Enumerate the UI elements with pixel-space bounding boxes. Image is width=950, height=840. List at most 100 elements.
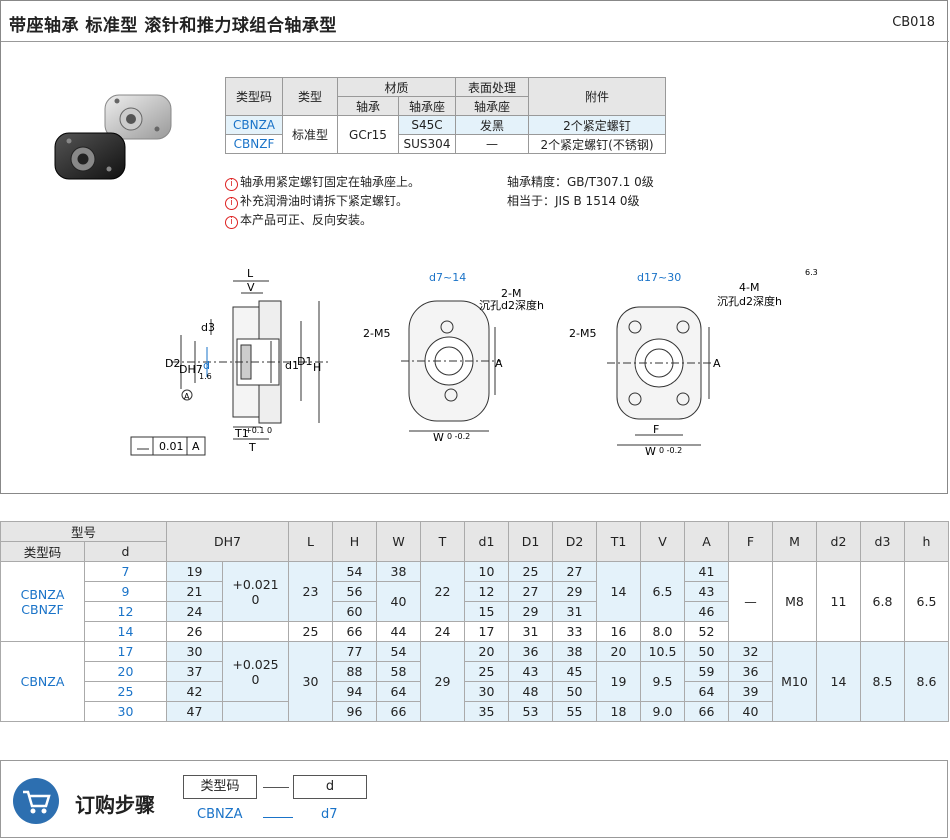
- spec-accessory: 2个紧定螺钉(不锈钢): [528, 134, 666, 154]
- dim-d1: d1: [285, 359, 299, 372]
- th-T1: T1: [596, 521, 641, 562]
- label-2m5: 2-M5: [569, 327, 596, 340]
- dim-A: A: [713, 357, 721, 370]
- view-label-d17-30: d17~30: [637, 271, 681, 284]
- spec-housing: S45C: [398, 115, 456, 135]
- th-D1: D1: [508, 521, 553, 562]
- spec-surface: —: [455, 134, 529, 154]
- spec-accessory: 2个紧定螺钉: [528, 115, 666, 135]
- table-row: 30 47 96 66 35 53 55 18 9.0 66 40: [1, 701, 949, 722]
- th-H: H: [332, 521, 377, 562]
- dim-d3: d3: [201, 321, 215, 334]
- spec-housing: SUS304: [398, 134, 456, 154]
- precision-line: 轴承精度：GB/T307.1 0级: [507, 175, 654, 189]
- order-steps: 订购步骤 类型码 d CBNZA d7: [0, 760, 948, 838]
- info-icon: i: [225, 178, 238, 191]
- th-accessory: 附件: [528, 77, 666, 116]
- row-codes: CBNZA: [0, 641, 85, 722]
- th-d: d: [84, 541, 167, 562]
- dim-W: W: [433, 431, 444, 444]
- product-photo: [54, 94, 172, 180]
- table-row: 25 42 94 64 30 48 50 64 39: [1, 681, 949, 702]
- order-example-code: CBNZA: [197, 807, 243, 822]
- order-box-type-code: 类型码: [183, 775, 257, 799]
- label-2m5: 2-M5: [363, 327, 390, 340]
- label-counterbore: 沉孔d2深度h: [717, 294, 782, 308]
- tol-T1: +0.1 0: [245, 426, 272, 435]
- th-type: 类型: [282, 77, 338, 116]
- order-example-dash: [263, 817, 293, 818]
- info-icon: i: [225, 197, 238, 210]
- spec-type: 标准型: [282, 115, 338, 154]
- order-dash: [263, 787, 289, 788]
- label-counterbore: 沉孔d2深度h: [479, 298, 544, 312]
- dim-D1: D1: [297, 355, 312, 368]
- th-T: T: [420, 521, 465, 562]
- tol-W: 0 -0.2: [447, 432, 470, 441]
- label-4m: 4-M: [739, 281, 759, 294]
- th-d3: d3: [860, 521, 905, 562]
- precision-line: 相当于：JIS B 1514 0级: [507, 194, 640, 208]
- front-view-small: [401, 300, 501, 432]
- label-2m: 2-M: [501, 287, 521, 300]
- order-example-d: d7: [321, 807, 338, 822]
- th-D: DH7: [166, 521, 289, 562]
- datum-A: A: [184, 392, 190, 401]
- order-title: 订购步骤: [75, 793, 155, 817]
- dimension-table: 型号 DH7 L H W T d1 D1 D2 T1 V A F M d2 d3…: [0, 521, 949, 722]
- roughness: 1.6: [199, 372, 212, 381]
- dim-A: A: [495, 357, 503, 370]
- table-row: CBNZA CBNZF 7 19 +0.021 0 23 54 38 22 10…: [0, 561, 949, 642]
- precision: 轴承精度：GB/T307.1 0级 相当于：JIS B 1514 0级: [507, 173, 654, 211]
- dim-F: F: [653, 423, 659, 436]
- table-row: CBNZA 17 30 +0.025 0 30 77 54 29 20 36 3…: [0, 641, 949, 722]
- spec-surface: 发黑: [455, 115, 529, 135]
- dim-T: T: [248, 441, 256, 454]
- th-surface: 表面处理: [455, 77, 529, 97]
- th-housing: 轴承座: [398, 96, 456, 116]
- dim-W: W: [645, 445, 656, 458]
- dim-DH7: DH7: [179, 363, 203, 376]
- th-D2: D2: [552, 521, 597, 562]
- th-L: L: [288, 521, 333, 562]
- product-panel: 带座轴承 标准型 滚针和推力球组合轴承型 CB018 类型码 类型 材质 表面处…: [0, 0, 949, 494]
- order-box-d: d: [293, 775, 367, 799]
- th-A: A: [684, 521, 729, 562]
- th-W: W: [376, 521, 421, 562]
- th-model: 型号: [0, 521, 167, 542]
- cart-icon: [13, 778, 59, 824]
- table-row: 12 24 60 15 29 31 46: [1, 601, 949, 622]
- th-F: F: [728, 521, 773, 562]
- roughness: 6.3: [805, 268, 818, 277]
- spec-code: CBNZA: [225, 115, 283, 135]
- th-d1: d1: [464, 521, 509, 562]
- technical-drawing: L V d3 D2 DH7 d d1 D1 H A 1.6 T1 +0.1 0 …: [130, 267, 818, 458]
- spec-table: 类型码 类型 材质 表面处理 附件 轴承 轴承座 轴承座 CBNZA 标准型 G…: [225, 77, 666, 154]
- row-codes: CBNZA CBNZF: [0, 561, 85, 642]
- th-M: M: [772, 521, 817, 562]
- spec-bearing: GCr15: [337, 115, 399, 154]
- table-row: 20 37 88 58 25 43 45 19 9.5 59 36: [1, 661, 949, 702]
- dim-V: V: [247, 281, 255, 294]
- th-h: h: [904, 521, 949, 562]
- catalog-code: CB018: [892, 15, 935, 30]
- info-icon: i: [225, 216, 238, 229]
- th-V: V: [640, 521, 685, 562]
- th-surface-sub: 轴承座: [455, 96, 529, 116]
- dim-D2: D2: [165, 357, 180, 370]
- dim-d: d: [203, 359, 210, 372]
- th-d2: d2: [816, 521, 861, 562]
- table-row: 9 21 56 40 12 27 29 43: [1, 581, 949, 622]
- th-bearing: 轴承: [337, 96, 399, 116]
- th-type-code: 类型码: [0, 541, 85, 562]
- th-type-code: 类型码: [225, 77, 283, 116]
- title-divider: [1, 41, 949, 42]
- tol-W: 0 -0.2: [659, 446, 682, 455]
- side-view: [171, 280, 331, 440]
- dim-L: L: [247, 267, 254, 280]
- view-label-d7-14: d7~14: [429, 271, 466, 284]
